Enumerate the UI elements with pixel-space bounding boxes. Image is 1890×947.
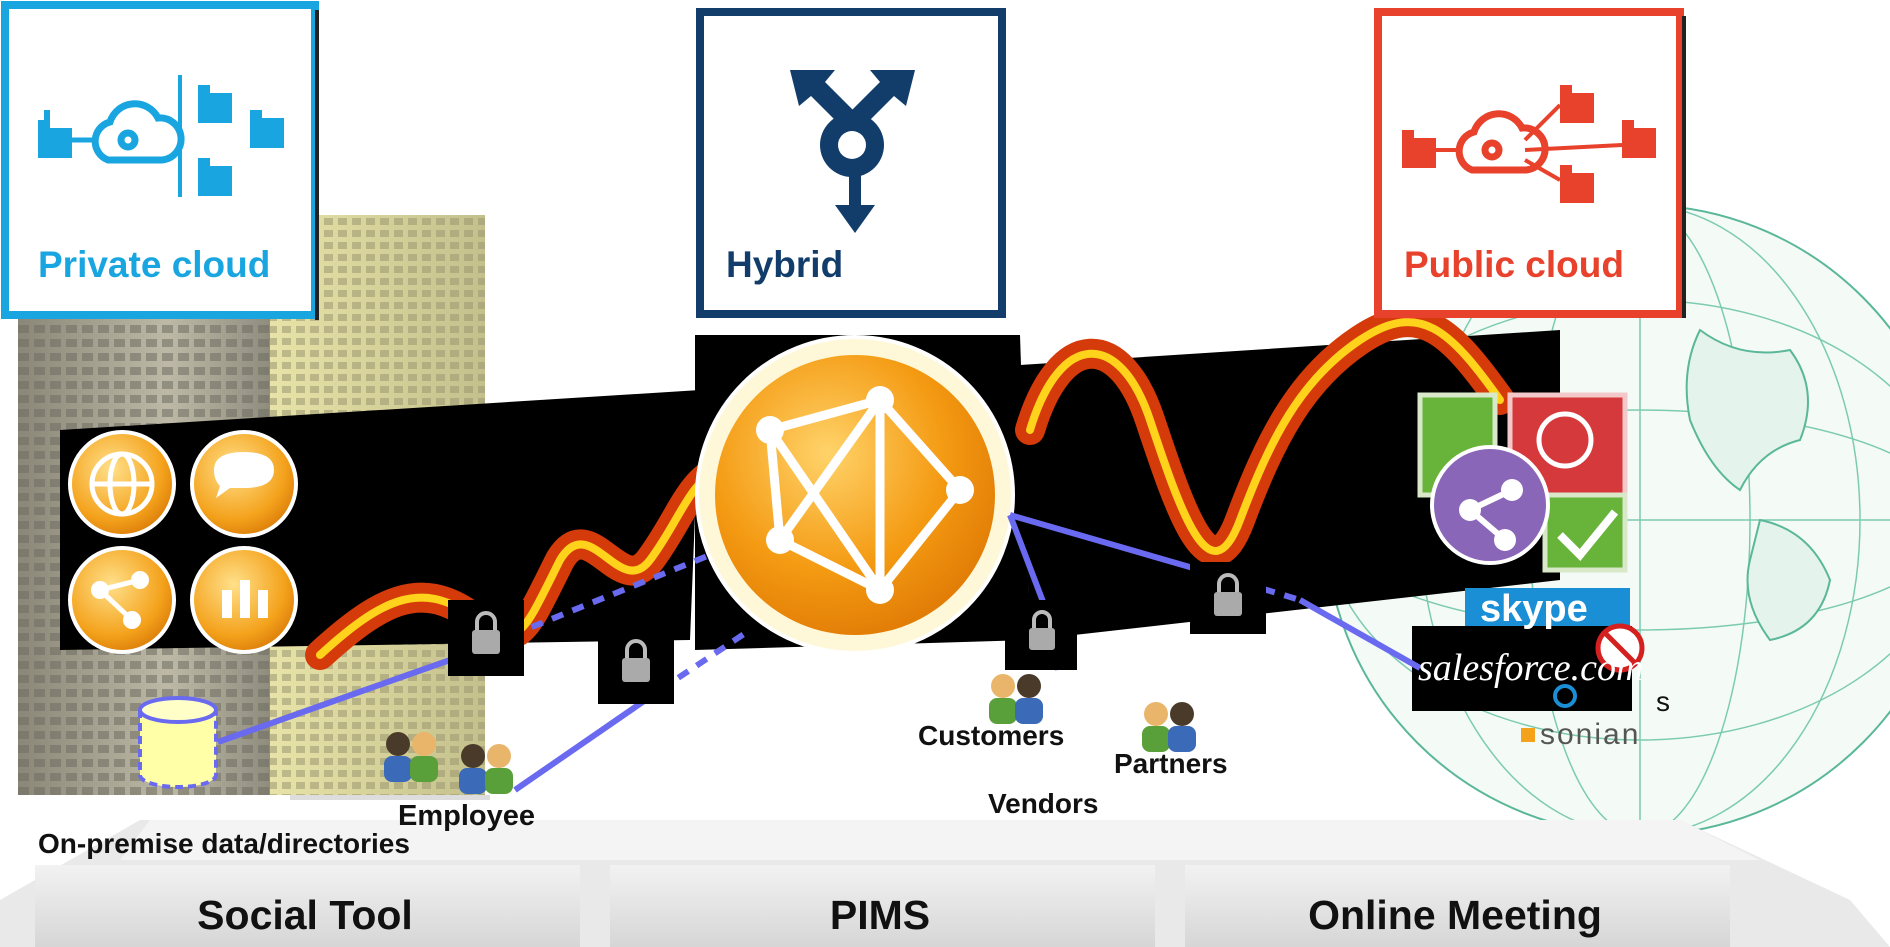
partial-logo-text: s — [1656, 686, 1670, 717]
salesforce-logo: salesforce.com — [1418, 647, 1644, 689]
sonian-logo: sonian — [1540, 718, 1641, 751]
database-icon — [138, 696, 218, 789]
lock-icon — [1190, 562, 1266, 634]
users-icon — [459, 744, 513, 794]
share-app-icon[interactable] — [68, 546, 176, 654]
globe-app-icon[interactable] — [68, 430, 176, 538]
public-cloud-box[interactable] — [1374, 8, 1686, 318]
private-cloud-box[interactable] — [1, 1, 319, 320]
lock-icon — [448, 600, 524, 676]
cloud-icon — [91, 100, 185, 164]
wave-cable — [305, 307, 1515, 670]
lock-icon — [598, 628, 674, 704]
partners-label: Partners — [1114, 748, 1228, 779]
arrows-icon — [790, 70, 915, 233]
customers-label: Customers — [918, 720, 1065, 751]
globe-network-icon[interactable] — [695, 335, 1015, 655]
app-icons — [60, 430, 300, 654]
users-icon — [1142, 702, 1196, 752]
share-purple-icon — [1430, 445, 1550, 565]
on-premise-label: On-premise data/directories — [38, 828, 410, 859]
users-icon — [384, 732, 438, 782]
users-icon — [989, 674, 1043, 724]
vendors-label: Vendors — [988, 788, 1099, 819]
chat-app-icon[interactable] — [190, 430, 298, 538]
platform-online-meeting[interactable]: Online Meeting — [1308, 892, 1602, 938]
public-cloud-title: Public cloud — [1404, 244, 1624, 285]
platform-pims[interactable]: PIMS — [829, 892, 931, 938]
lotus-app-icon[interactable] — [190, 546, 298, 654]
skype-logo: skype — [1480, 588, 1588, 630]
hybrid-title: Hybrid — [726, 244, 844, 285]
lock-icon — [1005, 600, 1077, 670]
hybrid-cloud-box[interactable] — [696, 8, 1006, 318]
private-cloud-title: Private cloud — [38, 244, 271, 285]
employee-label: Employee — [398, 800, 535, 832]
service-logos — [1412, 392, 1645, 742]
cloud-icon — [1455, 110, 1549, 174]
platform-social-tool[interactable]: Social Tool — [197, 892, 413, 938]
platform-base — [0, 820, 1890, 947]
